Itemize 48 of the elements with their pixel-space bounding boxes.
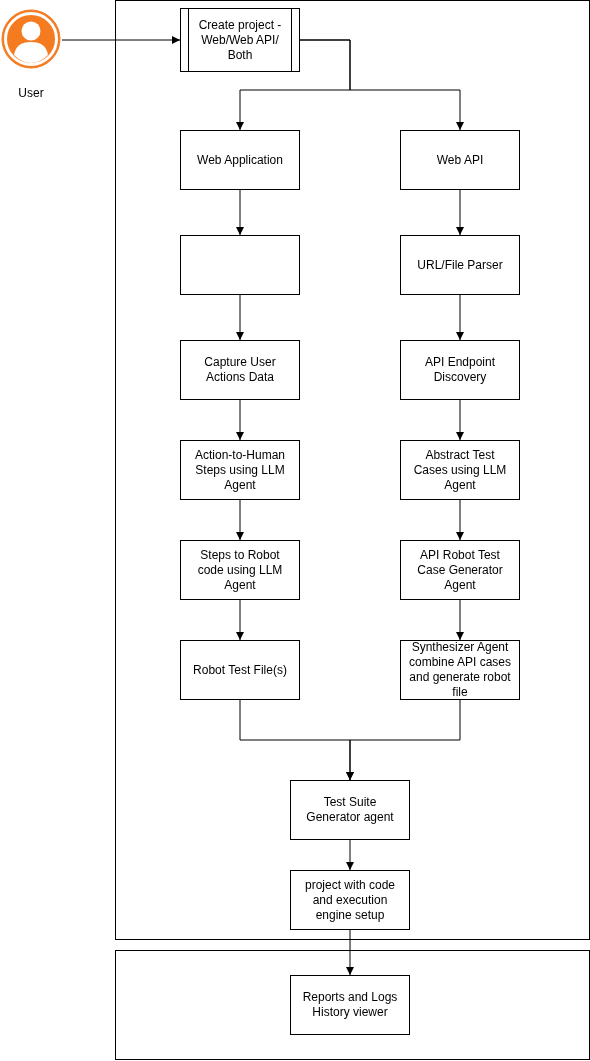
- node-label: project with code and execution engine setup: [303, 877, 396, 923]
- arrow: [236, 399, 244, 441]
- arrow: [346, 929, 354, 976]
- arrow: [299, 39, 464, 131]
- arrow: [456, 294, 464, 341]
- arrow: [236, 294, 244, 341]
- node-label: URL/File Parser: [417, 257, 503, 273]
- node-label: Create project - Web/Web API/ Both: [197, 17, 283, 63]
- node-label: Web API: [436, 152, 484, 168]
- node-label: Reports and Logs History viewer: [301, 990, 399, 1020]
- container-box: [115, 0, 590, 940]
- process-box: [400, 235, 520, 295]
- process-box: [290, 780, 410, 840]
- process-box: [400, 340, 520, 400]
- container-box: [115, 950, 590, 1060]
- process-box: [180, 8, 300, 72]
- process-box: [400, 440, 520, 500]
- process-box: [290, 975, 410, 1035]
- node-label: Test Suite Generator agent: [305, 795, 395, 825]
- arrow: [61, 36, 181, 44]
- arrow: [236, 599, 244, 641]
- node-label: Robot Test File(s): [193, 662, 287, 678]
- arrow: [346, 839, 354, 871]
- node-label: API Endpoint Discovery: [423, 355, 497, 385]
- arrow: [456, 499, 464, 541]
- arrow: [456, 399, 464, 441]
- arrow: [346, 699, 461, 781]
- process-box: [400, 540, 520, 600]
- node-label: Web Application: [197, 152, 283, 168]
- process-box: [180, 540, 300, 600]
- node-label: Abstract Test Cases using LLM Agent: [412, 447, 508, 493]
- process-box: [180, 640, 300, 700]
- process-box: [400, 130, 520, 190]
- node-label: Steps to Robot code using LLM Agent: [196, 547, 284, 593]
- process-box: [290, 870, 410, 930]
- arrow: [236, 189, 244, 236]
- arrow: [456, 189, 464, 236]
- node-label: Action-to-Human Steps using LLM Agent: [193, 447, 286, 493]
- node-label: User: [18, 86, 44, 100]
- arrow: [456, 599, 464, 641]
- node-label: API Robot Test Case Generator Agent: [416, 547, 504, 593]
- process-box: [180, 340, 300, 400]
- node-label: Synthesizer Agent combine API cases and generate robot file: [407, 640, 513, 700]
- empty-box: [180, 235, 300, 295]
- process-box: [180, 440, 300, 500]
- arrow: [236, 499, 244, 541]
- process-box: [180, 130, 300, 190]
- node-label: Capture User Actions Data: [203, 355, 277, 385]
